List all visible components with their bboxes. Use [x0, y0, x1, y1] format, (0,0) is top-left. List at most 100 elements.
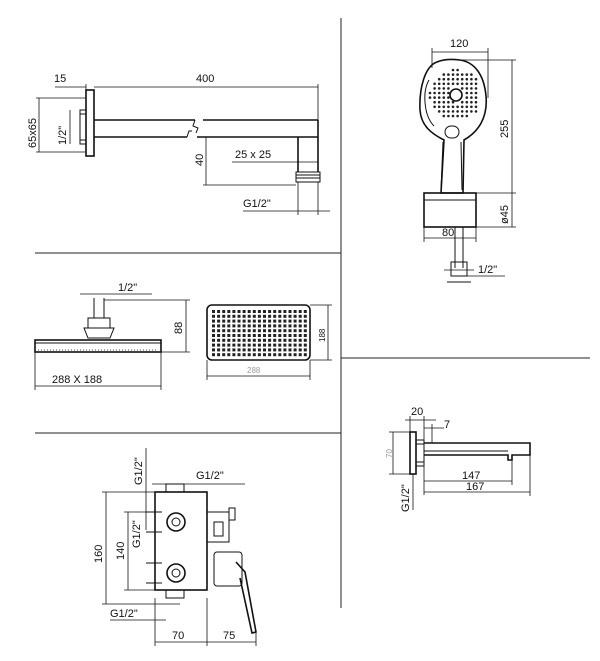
arm-thread: 1/2"	[57, 126, 69, 145]
nozzle-dot	[217, 338, 221, 342]
nozzle-dot	[273, 338, 277, 342]
nozzle-dot	[303, 324, 307, 328]
nozzle-dot	[217, 310, 221, 313]
nozzle-dot	[242, 348, 246, 352]
nozzle-dot	[442, 73, 446, 76]
nozzle-dot	[447, 96, 450, 99]
hand-shower-drawing: 120 255 ø45 80 1/2"	[419, 38, 516, 283]
nozzle-dot	[257, 319, 261, 323]
nozzle-dot	[232, 343, 236, 347]
nozzle-dot	[268, 319, 272, 323]
nozzle-dot	[242, 353, 246, 357]
nozzle-dot	[456, 77, 459, 81]
nozzle-dot	[252, 324, 256, 328]
nozzle-dot	[273, 334, 277, 337]
nozzle-dot	[237, 334, 241, 337]
handshower-thread: 1/2"	[478, 264, 497, 276]
nozzle-dot	[217, 348, 221, 352]
nozzle-dot	[456, 105, 459, 109]
nozzle-dot	[433, 91, 436, 95]
nozzle-dot	[298, 343, 302, 347]
nozzle-dot	[273, 329, 277, 333]
nozzle-dot	[460, 114, 464, 118]
nozzle-dot	[442, 82, 446, 86]
nozzle-dot	[242, 319, 246, 323]
nozzle-dot	[242, 314, 246, 318]
nozzle-dot	[288, 343, 292, 347]
nozzle-dot	[465, 110, 469, 113]
head-thread: 1/2"	[118, 282, 137, 294]
arm-dim-400: 400	[196, 73, 214, 85]
nozzle-dot	[212, 314, 215, 318]
nozzle-dot	[278, 319, 282, 323]
nozzle-dot	[212, 338, 215, 342]
nozzle-dot	[237, 338, 241, 342]
nozzle-dot	[273, 314, 277, 318]
nozzle-dot	[263, 319, 266, 323]
nozzle-dot	[252, 343, 256, 347]
arm-connection: G1/2"	[243, 198, 271, 210]
nozzle-dot	[437, 105, 441, 109]
nozzle-dot	[437, 100, 441, 104]
nozzle-dot	[222, 334, 226, 337]
nozzle-dot	[242, 343, 246, 347]
nozzle-dot	[474, 87, 478, 90]
nozzle-dot	[293, 329, 297, 333]
nozzle-dot	[232, 329, 236, 333]
nozzle-dot	[252, 329, 256, 333]
nozzle-dot	[212, 324, 215, 328]
nozzle-dot	[263, 348, 266, 352]
nozzle-dot	[460, 100, 464, 104]
nozzle-dot	[247, 348, 251, 352]
nozzle-dot	[237, 310, 241, 313]
nozzle-dot	[433, 96, 436, 99]
nozzle-dot	[268, 334, 272, 337]
nozzle-dot	[222, 314, 226, 318]
mixer-conn-bottom: G1/2"	[110, 608, 138, 620]
nozzle-dot	[298, 353, 302, 357]
nozzle-dot	[447, 82, 450, 86]
nozzle-dot	[263, 329, 266, 333]
nozzle-dot	[252, 319, 256, 323]
nozzle-dot	[465, 100, 469, 104]
nozzle-dot	[298, 314, 302, 318]
nozzle-dot	[273, 343, 277, 347]
nozzle-dot	[456, 114, 459, 118]
nozzle-dot	[460, 110, 464, 113]
nozzle-dot	[217, 353, 221, 357]
nozzle-dot	[232, 348, 236, 352]
nozzle-dot	[278, 310, 282, 313]
spout-dim-20: 20	[411, 406, 423, 418]
nozzle-dot	[278, 348, 282, 352]
nozzle-dot	[217, 343, 221, 347]
nozzle-dot	[227, 334, 231, 337]
nozzle-dot	[470, 100, 473, 104]
nozzle-dot	[456, 68, 459, 72]
nozzle-dot	[257, 310, 261, 313]
nozzle-dot	[298, 334, 302, 337]
nozzle-dot	[470, 105, 473, 109]
nozzle-dot	[451, 110, 455, 113]
nozzle-dot	[247, 338, 251, 342]
nozzle-dot	[447, 105, 450, 109]
nozzle-dot	[293, 353, 297, 357]
nozzle-dot	[227, 338, 231, 342]
nozzle-dot	[465, 105, 469, 109]
mixer-drawing: 160 140 G1/2" G1/2" G1/2" G1/2" 70 75	[93, 448, 257, 646]
nozzle-dot	[470, 110, 473, 113]
nozzle-dot	[470, 77, 473, 81]
nozzle-dot	[293, 310, 297, 313]
nozzle-dot	[242, 338, 246, 342]
nozzle-dot	[451, 100, 455, 104]
nozzle-dot	[278, 338, 282, 342]
nozzle-dot	[451, 77, 455, 81]
handshower-dim-255: 255	[499, 120, 511, 138]
mixer-conn-side: G1/2"	[131, 520, 143, 548]
nozzle-dot	[247, 334, 251, 337]
nozzle-dot	[293, 343, 297, 347]
nozzle-dot	[288, 338, 292, 342]
nozzle-dot	[232, 338, 236, 342]
nozzle-dot	[298, 329, 302, 333]
spout-dim-7: 7	[444, 419, 450, 431]
nozzle-dot	[237, 348, 241, 352]
